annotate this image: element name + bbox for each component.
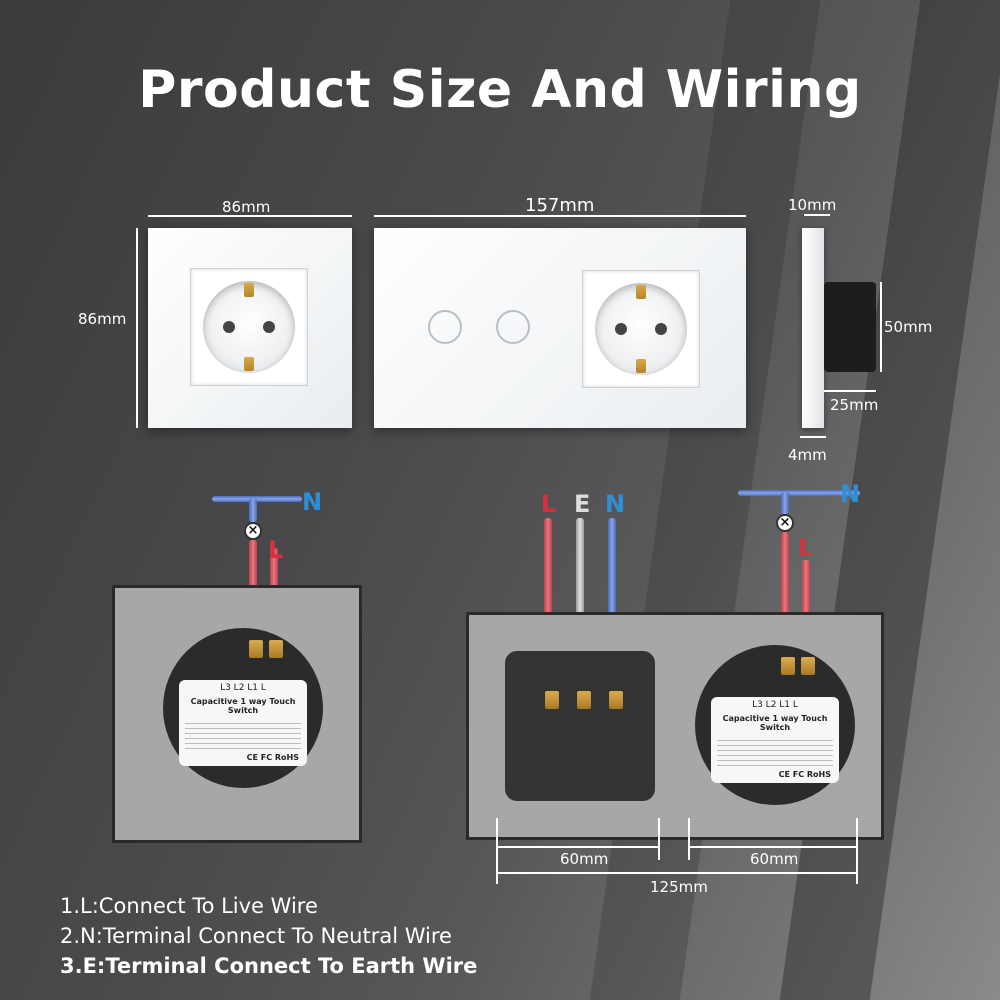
earth-wire xyxy=(576,518,584,678)
switch-module: L3 L2 L1 L Capacitive 1 way Touch Switch… xyxy=(695,645,855,805)
socket-outlet-icon xyxy=(203,281,295,373)
neutral-wire xyxy=(608,518,616,678)
neutral-wire xyxy=(212,496,302,502)
touch-button-icon xyxy=(428,310,462,344)
dimension-line xyxy=(496,846,658,848)
wire-label-n: N xyxy=(605,490,626,518)
dimension-line xyxy=(800,436,826,438)
side-profile-glass xyxy=(802,228,824,428)
wire-label-e: E xyxy=(574,490,591,518)
single-width-label: 86mm xyxy=(222,198,271,216)
double-width-label: 157mm xyxy=(525,195,595,216)
glass-thickness-label: 4mm xyxy=(788,446,827,464)
module-title: Capacitive 1 way Touch Switch xyxy=(722,714,828,732)
wire-label-n: N xyxy=(302,488,323,516)
single-socket-panel xyxy=(148,228,352,428)
live-wire xyxy=(802,560,810,658)
double-switch-socket-panel xyxy=(374,228,746,428)
dimension-line xyxy=(804,214,830,216)
module-depth-label: 25mm xyxy=(830,396,879,414)
switch-module: L3 L2 L1 L Capacitive 1 way Touch Switch… xyxy=(163,628,323,788)
spacing-left-label: 60mm xyxy=(560,850,609,868)
double-panel-back-frame: L3 L2 L1 L Capacitive 1 way Touch Switch… xyxy=(466,612,884,840)
dimension-line xyxy=(148,215,352,217)
neutral-wire xyxy=(249,498,257,522)
lamp-icon: × xyxy=(776,514,794,532)
dimension-line xyxy=(688,846,856,848)
terminal-labels: L3 L2 L1 L xyxy=(752,700,798,710)
dimension-line xyxy=(856,818,858,884)
single-switch-back-frame: L3 L2 L1 L Capacitive 1 way Touch Switch… xyxy=(112,585,362,843)
module-title: Capacitive 1 way Touch Switch xyxy=(190,697,296,715)
dimension-line xyxy=(824,390,876,392)
wire-label-n: N xyxy=(840,480,861,508)
wire-label-l: L xyxy=(541,490,557,518)
dimension-line xyxy=(880,282,882,372)
dimension-line xyxy=(136,228,138,428)
module-label-sticker: L3 L2 L1 L Capacitive 1 way Touch Switch… xyxy=(711,697,839,783)
cert-marks: CE FC RoHS xyxy=(246,753,299,762)
depth-label: 10mm xyxy=(788,196,837,214)
wire-label-l: L xyxy=(798,534,814,562)
note-neutral: 2.N:Terminal Connect To Neutral Wire xyxy=(60,924,452,948)
note-earth: 3.E:Terminal Connect To Earth Wire xyxy=(60,954,478,978)
spacing-total-label: 125mm xyxy=(650,878,708,896)
touch-button-icon xyxy=(496,310,530,344)
dimension-line xyxy=(658,818,660,860)
lamp-icon: × xyxy=(244,522,262,540)
dimension-line xyxy=(496,872,856,874)
socket-module xyxy=(505,651,655,801)
single-height-label: 86mm xyxy=(78,310,127,328)
load-wire xyxy=(781,532,789,658)
module-label-sticker: L3 L2 L1 L Capacitive 1 way Touch Switch… xyxy=(179,680,307,766)
wire-label-l: L xyxy=(268,536,284,564)
terminal-labels: L3 L2 L1 L xyxy=(220,683,266,693)
dimension-line xyxy=(374,215,746,217)
note-live: 1.L:Connect To Live Wire xyxy=(60,894,318,918)
neutral-wire xyxy=(738,490,860,496)
side-profile-module xyxy=(824,282,876,372)
background-shadow xyxy=(779,0,1000,1000)
socket-frame xyxy=(190,268,308,386)
dimension-line xyxy=(688,818,690,860)
socket-frame xyxy=(582,270,700,388)
spacing-right-label: 60mm xyxy=(750,850,799,868)
module-height-label: 50mm xyxy=(884,318,933,336)
socket-outlet-icon xyxy=(595,283,687,375)
cert-marks: CE FC RoHS xyxy=(778,770,831,779)
neutral-wire xyxy=(781,492,789,514)
dimension-line xyxy=(496,818,498,884)
page-title: Product Size And Wiring xyxy=(138,60,862,120)
live-wire xyxy=(544,518,552,678)
